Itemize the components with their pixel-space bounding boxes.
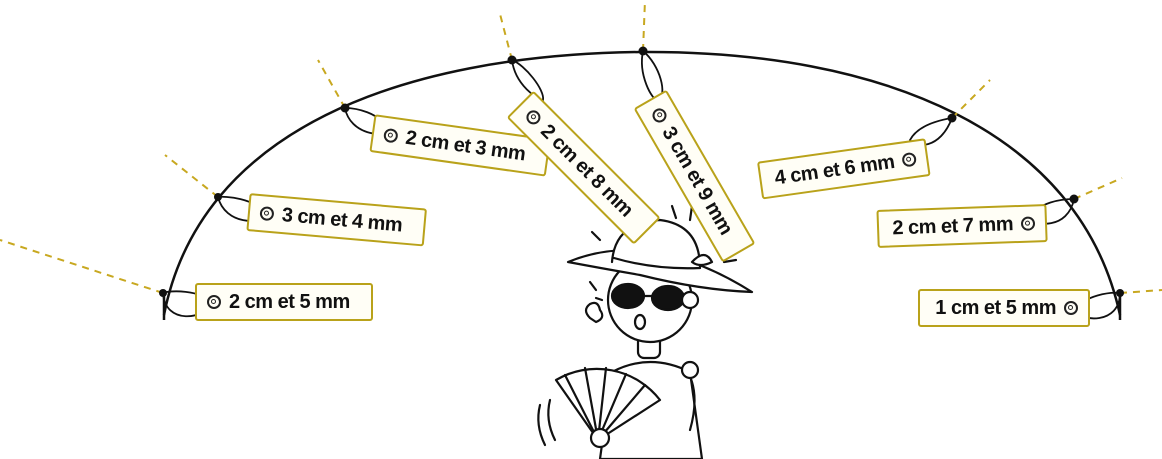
ray-4 — [500, 14, 512, 60]
ray-1 — [0, 240, 163, 293]
eyelet-icon — [1021, 216, 1035, 230]
tag-label: 3 cm et 4 mm — [281, 204, 403, 237]
eyelet-icon — [650, 106, 669, 125]
tag-8: 1 cm et 5 mm — [918, 289, 1090, 327]
eyelet-icon — [901, 152, 917, 168]
ray-2 — [165, 155, 218, 197]
tag-label: 1 cm et 5 mm — [935, 297, 1056, 320]
eyelet-icon — [524, 108, 544, 128]
ray-6 — [952, 80, 990, 118]
eyelet-icon — [259, 206, 274, 221]
tag-7: 2 cm et 7 mm — [876, 204, 1047, 248]
tag-label: 2 cm et 5 mm — [229, 291, 350, 314]
tag-label: 2 cm et 7 mm — [892, 213, 1013, 240]
string-4 — [512, 60, 543, 100]
tag-1: 2 cm et 5 mm — [195, 283, 373, 321]
eyelet-icon — [1064, 301, 1078, 315]
eyelet-icon — [207, 295, 221, 309]
ray-7 — [1074, 178, 1122, 199]
eyelet-icon — [383, 128, 399, 144]
ray-3 — [318, 60, 345, 108]
ray-8 — [1120, 290, 1162, 293]
ray-5 — [643, 0, 645, 51]
